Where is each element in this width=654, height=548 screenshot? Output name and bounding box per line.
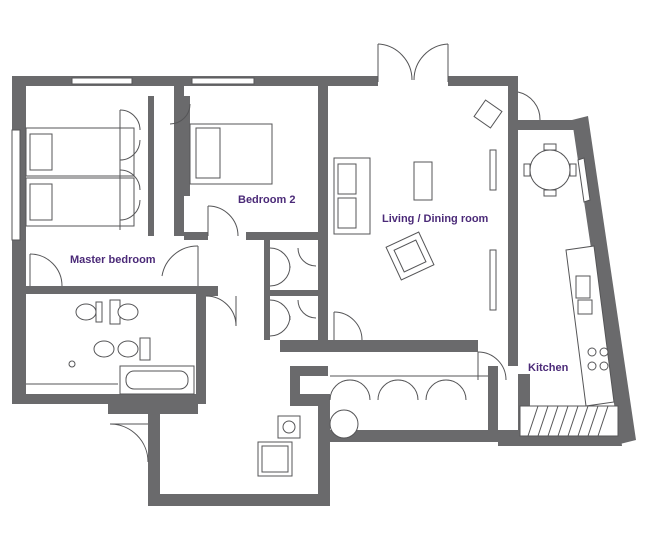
bathroom [26, 295, 237, 395]
windows [11, 129, 591, 311]
living-dining [333, 91, 541, 381]
french-doors [377, 43, 449, 82]
walls [12, 76, 636, 506]
hall-storage [109, 375, 488, 477]
room-label-bedroom-2: Bedroom 2 [238, 194, 295, 206]
room-label-kitchen: Kitchen [528, 362, 569, 374]
master-bedroom [25, 109, 199, 287]
corridor-cupboards [269, 247, 317, 337]
room-label-living-dining: Living / Dining room [382, 213, 489, 225]
kitchen [519, 143, 619, 437]
bedroom-2 [169, 103, 273, 237]
counter-hatch [527, 405, 609, 437]
room-label-master-bedroom: Master bedroom [70, 254, 156, 266]
